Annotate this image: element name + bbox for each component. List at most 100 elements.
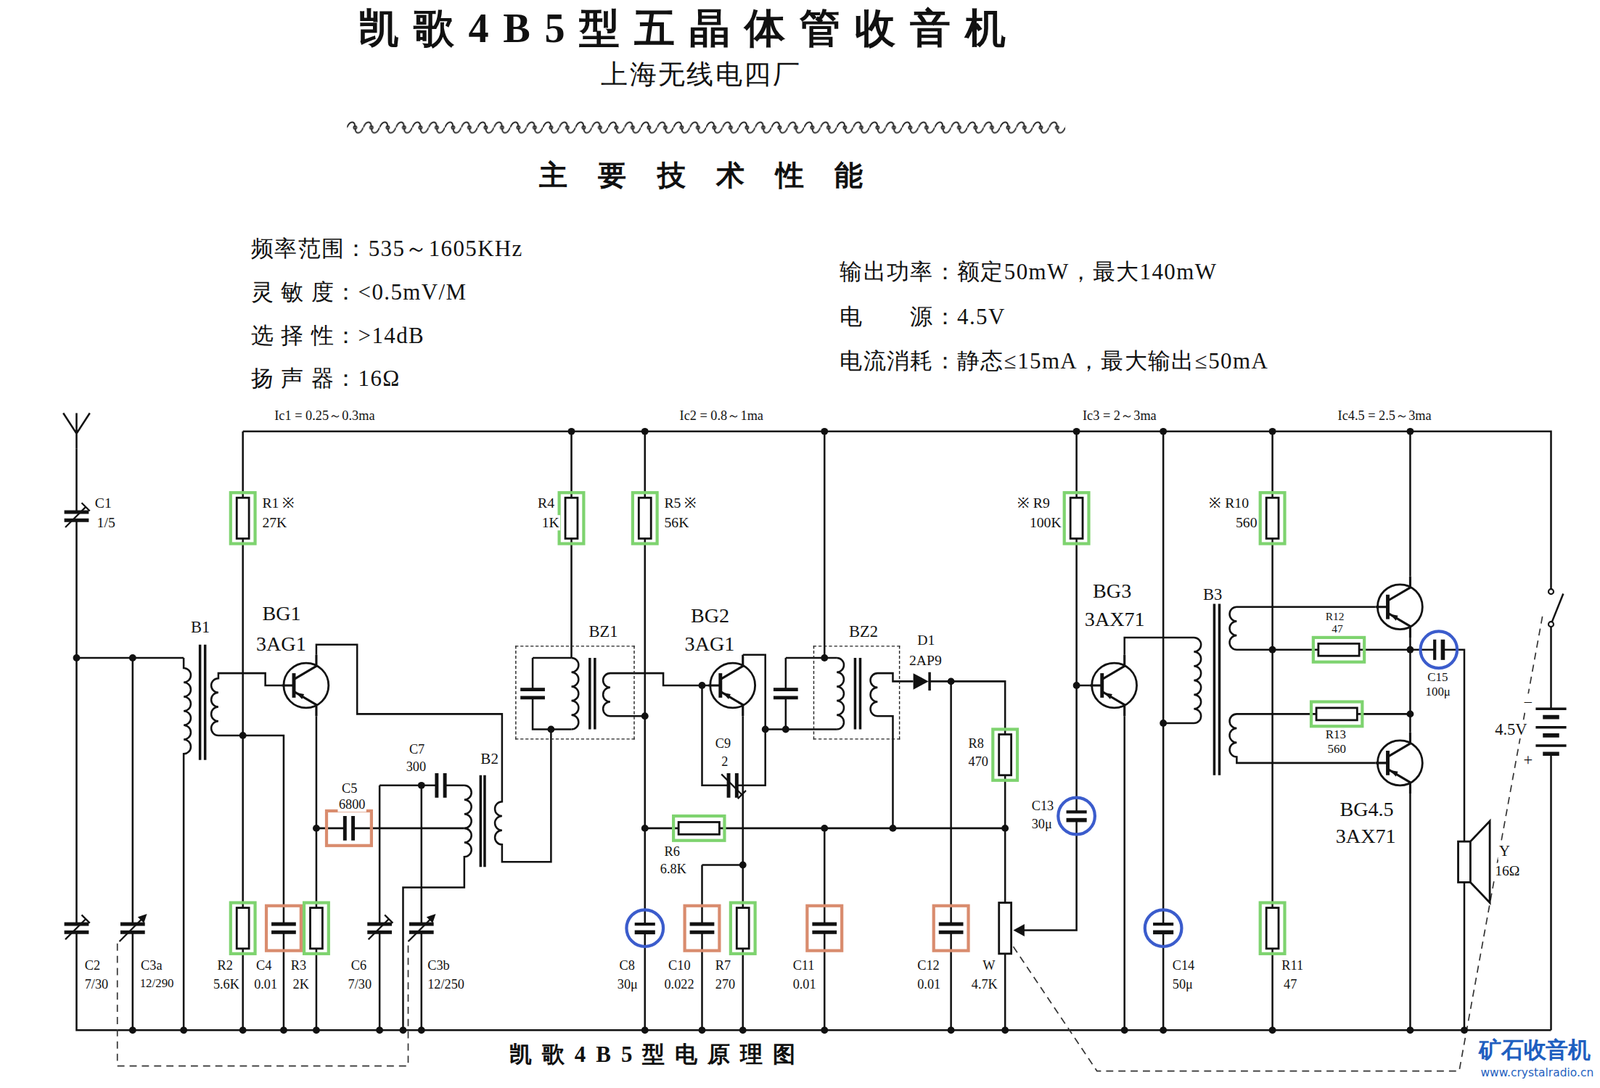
component-label: R5 ※ <box>663 495 699 512</box>
component-label: C5 <box>341 781 359 797</box>
component-label: R12 <box>1324 610 1346 623</box>
component-label: C8 <box>618 959 636 974</box>
component-label: W <box>981 959 997 974</box>
spec-text: 上海无线电四厂 <box>600 60 802 90</box>
shield-can: BZ1 <box>515 645 635 740</box>
component-label: B1 <box>190 618 212 637</box>
spec-text: 扬 声 器：16Ω <box>250 366 402 392</box>
component-label: C1 <box>93 495 113 512</box>
component-label: C2 <box>83 959 101 974</box>
component-label: 100μ <box>1424 685 1452 700</box>
component-label: 470 <box>967 755 990 770</box>
component-label: 5.6K <box>212 977 241 992</box>
component-label: 47 <box>1330 622 1344 635</box>
component-label: 6800 <box>337 798 366 813</box>
component-label: 16Ω <box>1494 863 1521 880</box>
watermark: www.crystalradio.cn <box>1479 1067 1595 1080</box>
component-label: 30μ <box>616 977 639 992</box>
spec-text: 灵 敏 度：<0.5mV/M <box>250 280 469 306</box>
component-label: 4.7K <box>970 977 999 992</box>
component-label: B2 <box>479 751 500 768</box>
component-label: 0.01 <box>791 977 818 992</box>
component-label: 56K <box>663 515 691 532</box>
component-label: R7 <box>714 959 732 974</box>
component-label: 4.5V <box>1494 720 1529 739</box>
component-label: BG3 <box>1092 579 1133 603</box>
component-label: 2 <box>720 755 730 770</box>
component-label: Ic1 = 0.25～0.3ma <box>273 409 376 424</box>
component-label: 3AX71 <box>1083 608 1146 631</box>
component-label: 30μ <box>1030 817 1053 832</box>
spec-text: 选 择 性：>14dB <box>250 323 426 349</box>
spec-text: 输出功率：额定50mW，最大140mW <box>838 260 1219 286</box>
component-label: ※ R10 <box>1208 495 1250 512</box>
title: 凯歌4B5型五晶体管收音机 <box>357 5 1021 51</box>
component-label: 0.01 <box>253 977 279 992</box>
component-label: 2K <box>291 977 310 992</box>
dashed-gang-links <box>117 614 1544 1072</box>
component-label: R4 <box>536 495 556 512</box>
component-label: Ic4.5 = 2.5～3ma <box>1336 409 1433 424</box>
component-label: + <box>1522 751 1534 770</box>
component-label: B3 <box>1202 585 1224 604</box>
component-label: C6 <box>349 959 368 974</box>
component-label: 0.01 <box>916 977 942 992</box>
component-label: 560 <box>1235 515 1259 532</box>
component-label: C3a <box>140 959 164 974</box>
component-label: C12 <box>916 959 941 974</box>
component-label: 12/290 <box>138 977 175 992</box>
component-label: R11 <box>1280 959 1305 974</box>
component-label: 0.022 <box>663 977 696 992</box>
component-label: 6.8K <box>658 862 688 877</box>
component-label: Ic2 = 0.8～1ma <box>678 409 765 424</box>
component-label: 3AG1 <box>683 632 736 656</box>
component-label: 1/5 <box>95 515 117 532</box>
component-label: R3 <box>289 959 307 974</box>
caption: 凯歌4B5型电原理图 <box>507 1042 807 1068</box>
wires <box>63 413 1563 1032</box>
component-label: 50μ <box>1171 977 1194 992</box>
component-label: C13 <box>1030 798 1055 814</box>
component-label: R6 <box>663 844 681 860</box>
spec-text: 频率范围：535～1605KHz <box>250 236 525 262</box>
component-label: BG2 <box>690 604 731 627</box>
spec-text: 电 源：4.5V <box>838 304 1007 330</box>
component-label: 7/30 <box>346 977 373 992</box>
component-label: C15 <box>1426 671 1450 685</box>
watermark: 矿石收音机 <box>1477 1039 1593 1064</box>
transformer-cores <box>200 597 1220 868</box>
component-label: 7/30 <box>83 977 109 992</box>
component-label: 3AX71 <box>1334 824 1397 847</box>
spec-text: 主要技术性能 <box>537 160 895 192</box>
component-label: R1 ※ <box>261 495 297 512</box>
component-label: C4 <box>255 959 273 974</box>
component-label: C3b <box>426 959 451 974</box>
component-label: Y <box>1497 843 1511 860</box>
component-label: BG1 <box>261 602 302 625</box>
component-label: R13 <box>1324 728 1347 743</box>
node-label: BZ2 <box>848 622 880 641</box>
component-label: 47 <box>1282 977 1299 992</box>
component-label: C7 <box>408 743 426 758</box>
component-label: C10 <box>667 959 692 974</box>
ornament <box>346 120 1066 135</box>
component-label: Ic3 = 2～3ma <box>1081 409 1159 424</box>
components <box>64 492 1567 955</box>
component-label: 1K <box>540 515 561 532</box>
component-label: R2 <box>216 959 234 974</box>
component-label: C9 <box>714 736 732 752</box>
component-label: 300 <box>404 760 427 775</box>
component-label: 270 <box>714 977 736 992</box>
component-label: ※ R9 <box>1016 495 1052 512</box>
component-label: BG4.5 <box>1338 798 1395 821</box>
component-label: 100K <box>1028 515 1064 532</box>
component-label: D1 <box>916 632 937 649</box>
component-label: − <box>1522 693 1534 712</box>
spec-text: 电流消耗：静态≤15mA，最大输出≤50mA <box>838 349 1270 374</box>
component-label: C11 <box>791 959 816 974</box>
component-label: 2AP9 <box>908 653 944 670</box>
component-label: R8 <box>967 736 985 752</box>
component-label: 560 <box>1326 743 1347 757</box>
component-label: 3AG1 <box>255 632 308 656</box>
